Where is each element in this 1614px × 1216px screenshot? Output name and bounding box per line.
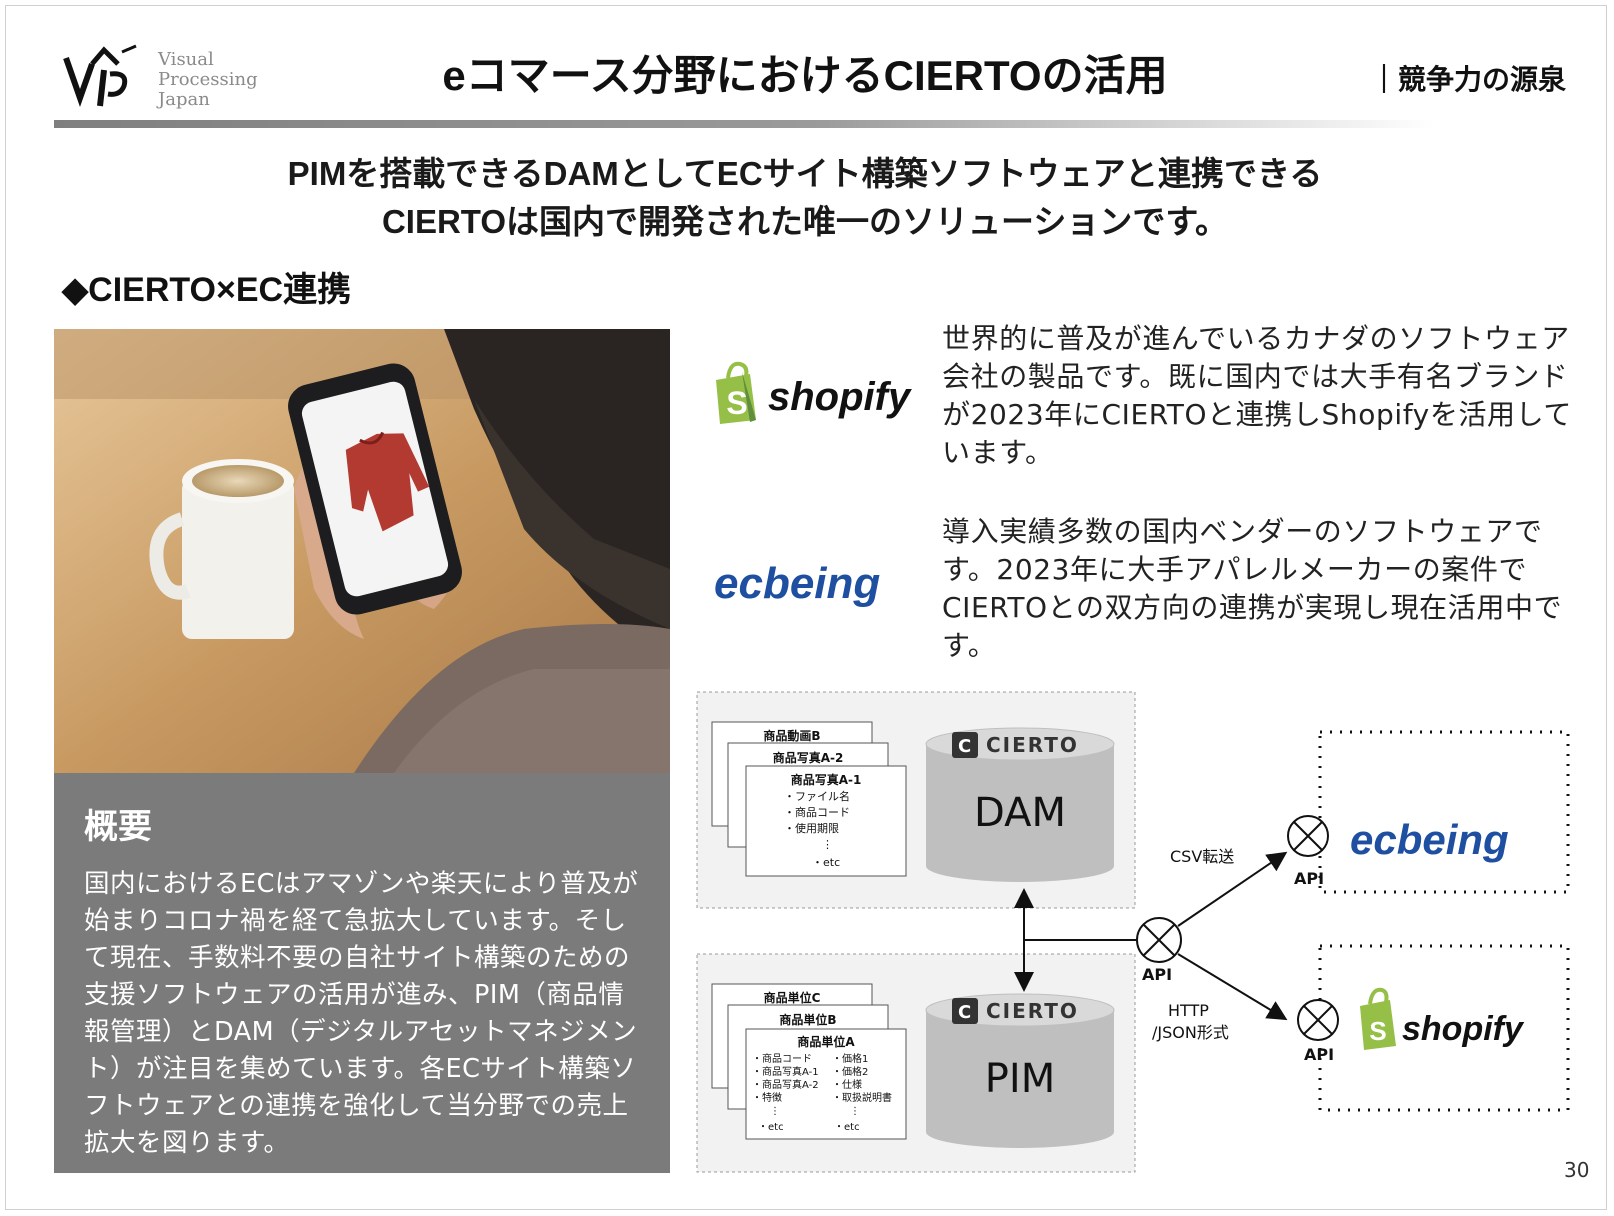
dam-field: ・使用期限 [784,822,839,835]
api-label: API [1294,869,1324,888]
lead-statement: PIMを搭載できるDAMとしてECサイト構築ソフトウェアと連携できる CIERT… [140,150,1470,246]
slide-frame [5,5,1607,1210]
pim-field: ・価格2 [832,1065,868,1078]
ecbeing-endpoint [1318,730,1570,894]
pim-field: ・商品写真A-1 [752,1065,819,1078]
section-label: ｜競争力の源泉 [1370,64,1567,95]
ecbeing-wordmark: ecbeing [714,559,880,608]
api-label: API [1304,1045,1334,1064]
http-format-label: /JSON形式 [1152,1023,1229,1042]
vpj-logo-icon [63,44,137,108]
dam-label: DAM [974,790,1066,836]
pim-field: ・仕様 [832,1078,862,1091]
lead-line-1: PIMを搭載できるDAMとしてECサイト構築ソフトウェアと連携できる [287,155,1323,192]
svg-text:C: C [958,1002,971,1023]
ecbeing-wordmark: ecbeing [1350,816,1509,863]
pim-database [926,1010,1114,1148]
pim-field: ・価格1 [832,1052,868,1065]
dam-card-label: 商品動画B [763,728,820,743]
api-label: API [1142,965,1172,984]
cierto-logo-icon [952,732,978,758]
overview-panel: 概要 国内におけるECはアマゾンや楽天により普及が始まりコロナ禍を経て急拡大して… [54,773,670,1173]
cierto-label: CIERTO [986,999,1079,1023]
pim-card-label: 商品単位C [764,990,821,1005]
dam-database [926,744,1114,882]
integration-diagram: 商品動画B 商品写真A-2 商品写真A-1 ・ファイル名 ・商品コード ・使用期… [696,691,1570,1173]
shopify-logo: S shopify [716,361,912,424]
pim-card [745,1028,907,1140]
dam-field: ・etc [812,856,840,869]
dam-field: ・ファイル名 [784,789,850,803]
pim-field: ・取扱説明書 [832,1091,892,1104]
pim-field: ・etc [758,1122,784,1133]
overview-body: 国内におけるECはアマゾンや楽天により普及が始まりコロナ禍を経て急拡大しています… [84,869,639,1158]
http-arrow [1177,953,1288,1021]
overview-title: 概要 [84,808,152,846]
shopify-description: 世界的に普及が進んでいるカナダのソフトウェア会社の製品です。既に国内では大手有名… [942,322,1573,469]
pim-field: ⋮ [770,1106,780,1117]
svg-text:S: S [726,385,747,421]
pim-field: ・特徴 [752,1091,782,1104]
dam-card [745,765,907,877]
logo-wordmark: Visual Processing Japan [158,50,258,110]
csv-arrow [1177,851,1288,927]
svg-text:S: S [1369,1016,1386,1046]
pim-card-label: 商品単位A [797,1034,855,1049]
cierto-logo-icon [952,998,978,1024]
dam-card-label: 商品写真A-1 [791,772,862,787]
pim-label: PIM [985,1056,1055,1102]
pim-card-label: 商品単位B [779,1012,836,1027]
pim-field: ・商品コード [752,1052,812,1065]
logo-line-1: Visual [158,49,214,70]
logo-line-3: Japan [158,89,210,110]
pim-field: ・etc [834,1122,860,1133]
dam-card-label: 商品写真A-2 [773,750,844,765]
csv-label: CSV転送 [1170,847,1234,866]
pim-field: ・商品写真A-2 [752,1078,819,1091]
http-label: HTTP [1168,1001,1209,1020]
ecbeing-description: 導入実績多数の国内ベンダーのソフトウェアです。2023年に大手アパレルメーカーの… [942,515,1563,662]
svg-text:C: C [958,736,971,757]
cierto-label: CIERTO [986,733,1079,757]
header-divider [54,120,1434,128]
smartphone-shopping-photo [54,329,670,773]
section-subheading: ◆CIERTO×EC連携 [62,271,352,309]
slide-title: eコマース分野におけるCIERTOの活用 [442,52,1168,99]
lead-line-2: CIERTOは国内で開発された唯一のソリューションです。 [381,203,1229,240]
logo-line-2: Processing [158,69,258,90]
shopify-wordmark: shopify [1402,1010,1525,1048]
dam-field: ・商品コード [784,805,850,819]
dam-field: ⋮ [822,838,833,851]
shopify-bag-icon [1360,1000,1396,1050]
page-number: 30 [1564,1158,1590,1182]
shopify-wordmark: shopify [768,375,912,419]
ecbeing-logo: ecbeing [714,559,880,608]
pim-field: ⋮ [850,1106,860,1117]
